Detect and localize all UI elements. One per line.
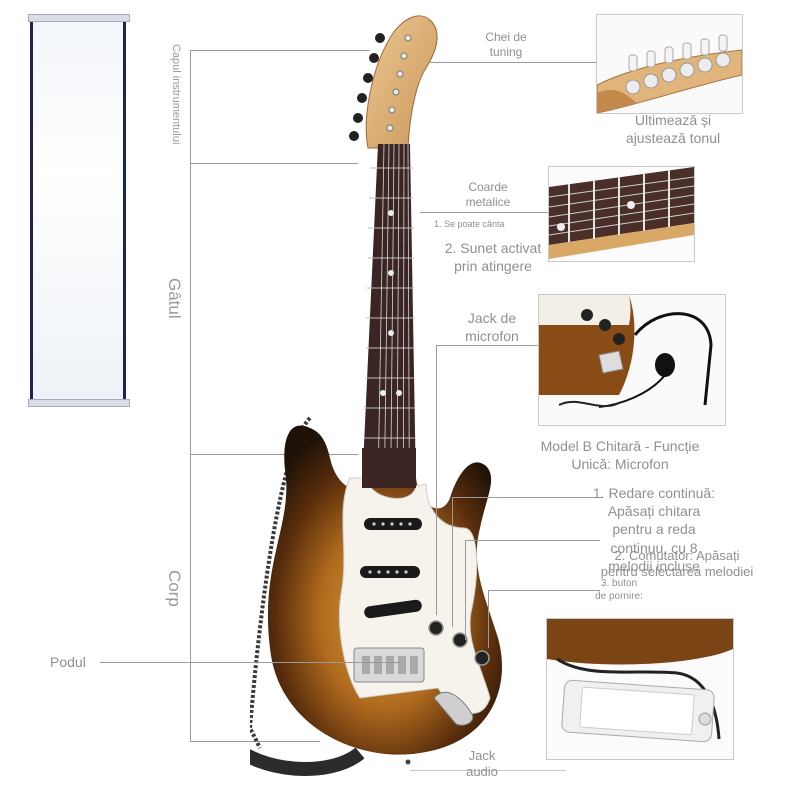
bridge-label: Podul — [50, 654, 86, 670]
continuous-play-label: 1. Redare continuă:Apăsați chitara pentr… — [592, 485, 716, 574]
head-bracket — [190, 50, 191, 164]
neck-bracket — [190, 163, 191, 455]
microphone-photo — [538, 294, 726, 426]
phone-cable-photo — [546, 618, 734, 760]
guitar-illustration — [250, 15, 502, 776]
blank-side-panel — [28, 14, 130, 407]
fretboard-leader — [420, 212, 548, 213]
switch-leader-vertical — [465, 540, 466, 640]
start-leader — [488, 590, 600, 591]
neck-top-leader — [190, 163, 358, 164]
continuous-leader-vertical — [452, 497, 453, 627]
audio-jack-leader — [410, 770, 566, 771]
neck-bottom-leader — [190, 454, 358, 455]
tuning-pegs-photo — [596, 14, 743, 114]
mic-leader-vertical — [436, 345, 437, 615]
bridge-leader — [100, 662, 400, 663]
head-leader — [190, 50, 370, 51]
start-leader-vertical — [488, 590, 489, 648]
neck-side-label: Gâtul — [165, 278, 184, 319]
fretboard-photo — [548, 166, 695, 262]
head-side-label: Capul instrumentului — [170, 44, 182, 145]
tuning-leader — [430, 62, 596, 63]
continuous-leader — [452, 497, 602, 498]
switch-leader — [465, 540, 600, 541]
body-side-label: Corp — [165, 570, 184, 607]
playable-label: 1. Se poate cânta — [434, 219, 505, 229]
mic-leader — [436, 345, 538, 346]
body-bracket — [190, 454, 191, 742]
